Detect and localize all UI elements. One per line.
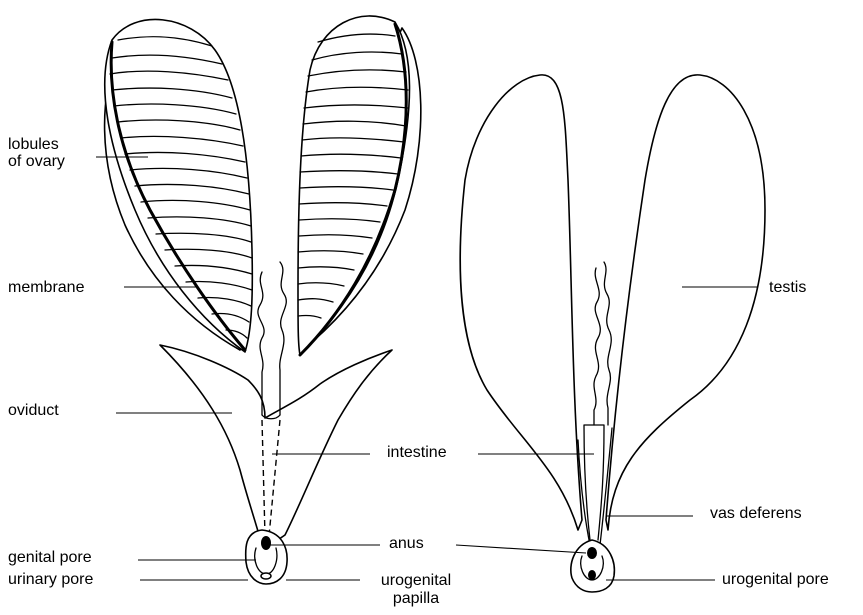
male-anus [587,547,597,559]
label-genital-pore: genital pore [8,549,92,566]
leader-anus-right [456,545,586,553]
oviduct [160,345,392,545]
label-oviduct: oviduct [8,402,59,419]
label-urogenital-pore: urogenital pore [722,571,829,588]
female-gut-strand-2 [280,262,287,415]
male-intestine [584,425,604,540]
testis-left-lobe [460,75,582,530]
label-anus: anus [389,535,424,552]
label-urogenital-papilla-line1: urogenital [366,572,466,589]
label-urogenital-papilla-line2: papilla [366,590,466,607]
genital-pore [261,536,271,550]
label-testis: testis [769,279,806,296]
testis-right-lobe [606,75,765,530]
female-specimen [105,16,421,584]
label-intestine: intestine [387,444,447,461]
ovary-right-lobe [298,16,410,355]
male-gut-strand-2 [604,262,611,425]
label-membrane: membrane [8,279,84,296]
label-urinary-pore: urinary pore [8,571,93,588]
label-lobules-of-ovary-line1: lobules [8,136,59,153]
urogenital-pore [588,570,596,580]
label-vas-deferens: vas deferens [710,505,802,522]
male-gut-strand-1 [594,268,600,425]
label-lobules-of-ovary-line2: of ovary [8,153,65,170]
urinary-pore [261,573,271,579]
